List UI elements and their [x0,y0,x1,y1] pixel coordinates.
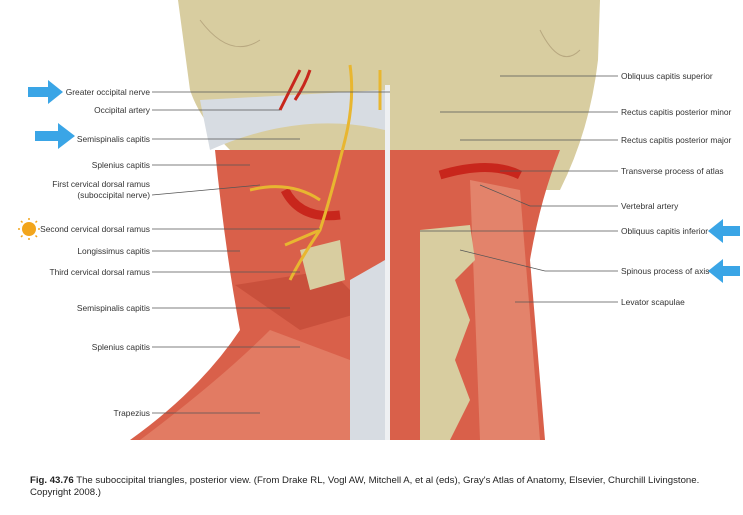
caption-text: The suboccipital triangles, posterior vi… [30,475,700,498]
label-spinous-process-of-axis: Spinous process of axis [621,266,710,276]
label-third-cervical-dorsal-ramus: Third cervical dorsal ramus [49,267,150,277]
label-semispinalis-capitis-lower: Semispinalis capitis [76,303,150,313]
label-suboccipital-nerve: (suboccipital nerve) [77,190,150,200]
vertebral-artery [438,163,523,180]
vertebrae [420,225,475,440]
label-first-cervical-dorsal-ramus: First cervical dorsal ramus [52,179,150,189]
arrow-icon [35,123,75,149]
nerves [249,64,382,281]
anatomy-illustration [18,0,740,440]
label-second-cervical-dorsal-ramus: Second cervical dorsal ramus [40,224,150,234]
label-trapezius: Trapezius [113,408,150,418]
label-transverse-process-of-atlas: Transverse process of atlas [621,166,724,176]
label-obliquus-capitis-superior: Obliquus capitis superior [621,71,713,81]
label-splenius-capitis: Splenius capitis [91,160,150,170]
sun-icon [18,218,40,240]
arrow-icon [28,80,63,104]
figure-number: Fig. 43.76 [30,475,74,486]
label-rectus-capitis-posterior-minor: Rectus capitis posterior minor [621,107,732,117]
label-rectus-capitis-posterior-major: Rectus capitis posterior major [621,135,732,145]
label-splenius-capitis-lower: Splenius capitis [91,342,150,352]
label-occipital-artery: Occipital artery [94,105,150,115]
occipital-artery [278,69,312,111]
arrow-icon [708,219,740,243]
label-obliquus-capitis-inferior: Obliquus capitis inferior [621,226,709,236]
arrow-icon [708,259,740,283]
label-vertebral-artery: Vertebral artery [621,201,679,211]
label-levator-scapulae: Levator scapulae [621,297,685,307]
figure-caption: Fig. 43.76 The suboccipital triangles, p… [30,475,730,499]
right-leader-lines [420,75,618,303]
label-longissimus-capitis: Longissimus capitis [77,246,150,256]
label-greater-occipital-nerve: Greater occipital nerve [65,87,150,97]
label-semispinalis-capitis: Semispinalis capitis [76,134,150,144]
left-leader-lines [151,91,390,414]
